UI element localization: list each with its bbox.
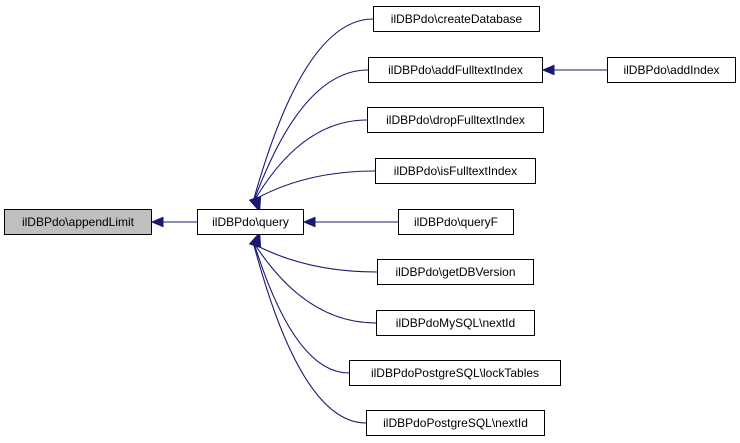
node-getDBVersion[interactable]: ilDBPdo\getDBVersion [377, 259, 534, 285]
node-label: ilDBPdoMySQL\nextId [396, 316, 515, 330]
edge-addIndex-to-addFulltextIndex [541, 64, 607, 76]
node-box [375, 158, 536, 184]
node-label: ilDBPdoPostgreSQL\lockTables [371, 366, 539, 380]
node-box [377, 259, 534, 285]
node-box [366, 410, 545, 436]
node-pgNextId[interactable]: ilDBPdoPostgreSQL\nextId [366, 410, 545, 436]
node-isFulltextIndex[interactable]: ilDBPdo\isFulltextIndex [375, 158, 536, 184]
node-box [197, 209, 304, 235]
edge-addFulltextIndex-to-query [249, 69, 369, 211]
node-label: ilDBPdo\isFulltextIndex [394, 164, 517, 178]
edge-isFulltextIndex-to-query [250, 170, 376, 211]
node-dropFulltextIndex[interactable]: ilDBPdo\dropFulltextIndex [367, 107, 544, 133]
edge-pgLockTables-to-query [249, 233, 350, 374]
node-label: ilDBPdo\getDBVersion [395, 265, 515, 279]
node-pgLockTables[interactable]: ilDBPdoPostgreSQL\lockTables [349, 360, 561, 386]
node-label: ilDBPdo\addFulltextIndex [388, 63, 523, 77]
edge-mysqlNextId-to-query [250, 233, 377, 324]
node-addFulltextIndex[interactable]: ilDBPdo\addFulltextIndex [368, 57, 543, 83]
node-appendLimit[interactable]: ilDBPdo\appendLimit [4, 209, 152, 235]
node-queryF[interactable]: ilDBPdo\queryF [398, 209, 514, 235]
edge-query-to-appendLimit [150, 216, 197, 228]
node-box [368, 57, 543, 83]
node-box [349, 360, 561, 386]
node-createDatabase[interactable]: ilDBPdo\createDatabase [373, 6, 540, 32]
node-query[interactable]: ilDBPdo\query [197, 209, 304, 235]
node-box [398, 209, 514, 235]
node-mysqlNextId[interactable]: ilDBPdoMySQL\nextId [376, 310, 535, 336]
edge-createDatabase-to-query [248, 18, 374, 211]
node-label: ilDBPdo\queryF [414, 215, 498, 229]
node-box [4, 209, 152, 235]
node-label: ilDBPdo\dropFulltextIndex [386, 113, 525, 127]
node-label: ilDBPdo\appendLimit [22, 215, 135, 229]
node-label: ilDBPdo\createDatabase [391, 12, 523, 26]
node-label: ilDBPdo\addIndex [623, 63, 719, 77]
node-box [367, 107, 544, 133]
edge-queryF-to-query [302, 216, 398, 228]
node-label: ilDBPdo\query [212, 215, 289, 229]
node-box [376, 310, 535, 336]
edge-pgNextId-to-query [248, 233, 367, 424]
node-label: ilDBPdoPostgreSQL\nextId [383, 416, 528, 430]
node-addIndex[interactable]: ilDBPdo\addIndex [607, 57, 736, 83]
node-box [607, 57, 736, 83]
node-box [373, 6, 540, 32]
